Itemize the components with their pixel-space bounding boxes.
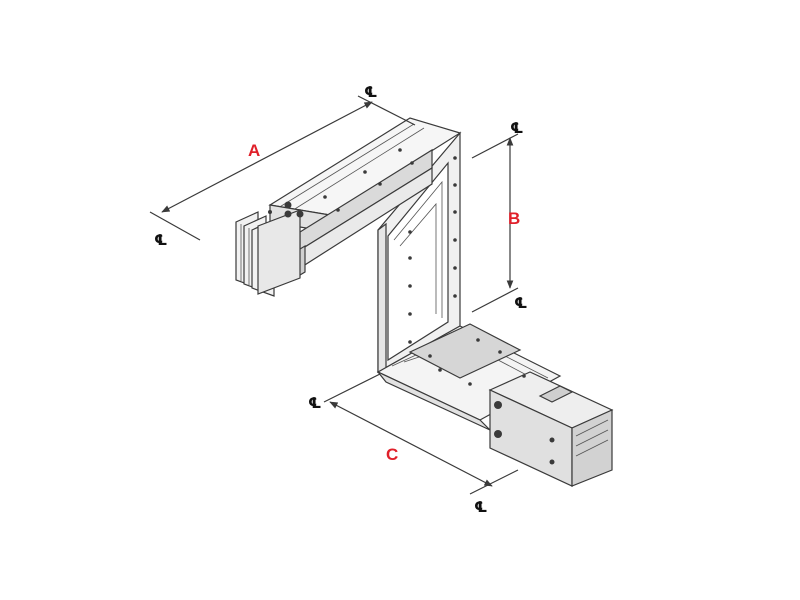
dimension-a-ext-right (357, 95, 416, 126)
dimension-c: C (323, 373, 519, 495)
dimension-a-line (161, 101, 373, 213)
dimension-a-ext-left (149, 211, 201, 241)
bottom-run-channel (408, 323, 522, 379)
centerline-icon: ℄ (474, 498, 487, 516)
dimension-b-ext-bottom (471, 287, 519, 313)
dimension-c-label: C (386, 445, 398, 464)
centerline-icon: ℄ (364, 83, 377, 101)
dimension-b-ext-top (471, 133, 519, 159)
centerline-icon: ℄ (514, 294, 527, 312)
dimension-c-ext-right (469, 469, 519, 495)
riser-front-rail (377, 222, 387, 373)
centerline-icon: ℄ (154, 231, 167, 249)
centerline-icon: ℄ (308, 394, 321, 412)
dimension-b: B (471, 133, 520, 313)
busway-body (235, 117, 614, 487)
dimension-c-ext-left (323, 373, 381, 403)
centerline-markers: ℄ ℄ ℄ ℄ ℄ ℄ (154, 83, 527, 516)
dimension-a: A (149, 95, 416, 241)
dimension-a-label: A (248, 141, 260, 160)
dimension-c-line (329, 401, 493, 487)
dimension-b-label: B (508, 209, 520, 228)
top-connector-fins (235, 209, 301, 297)
bottom-clamp (538, 385, 574, 403)
riser-inner-panel (387, 161, 449, 362)
centerline-icon: ℄ (510, 119, 523, 137)
riser-bolts (408, 156, 457, 344)
bottom-run-bolts (428, 338, 555, 465)
